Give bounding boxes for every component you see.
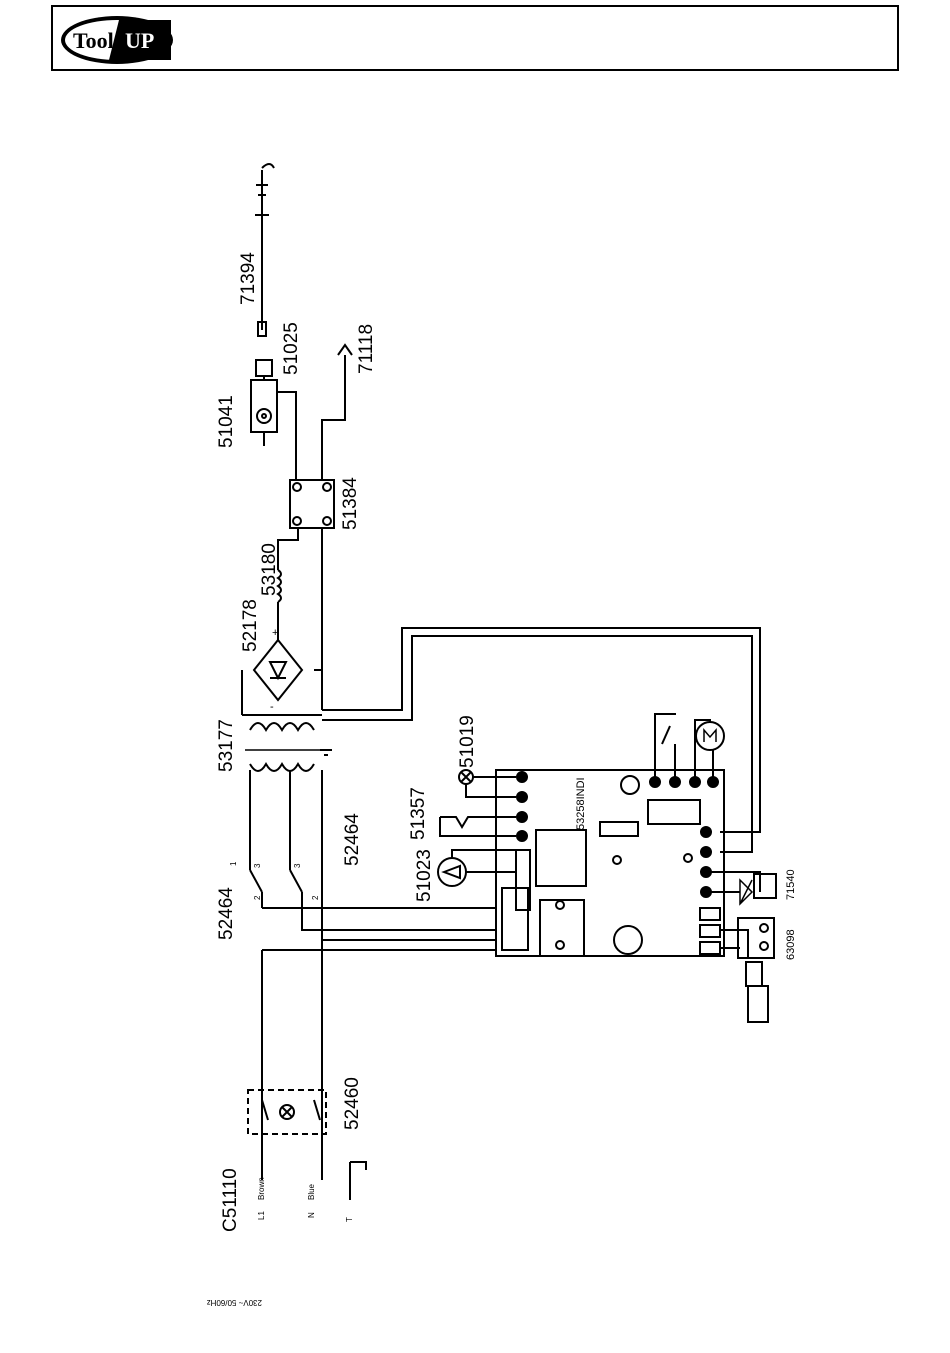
label-supply-spec: 230V~ 50/60Hz <box>207 1298 262 1307</box>
label-pilot-lamp: 51019 <box>457 715 478 768</box>
label-valve-unit: 51041 <box>216 395 237 448</box>
label-rectifier: 52178 <box>240 599 261 652</box>
label-supply: C51110 <box>220 1168 241 1232</box>
terminal-l1: L1 <box>257 1211 266 1220</box>
label-torch: 71394 <box>238 252 259 305</box>
label-solenoid-valve: 71540 <box>785 869 797 900</box>
terminal-t: T <box>345 1217 354 1222</box>
label-main-switch: 52460 <box>342 1077 363 1130</box>
terminal-pin1: 1 <box>229 861 238 866</box>
label-relay-board: 51384 <box>340 477 361 530</box>
terminal-pin2-b: 2 <box>311 895 320 900</box>
terminal-pin3-b: 3 <box>293 863 302 868</box>
label-valve-fitting: 51025 <box>281 322 302 375</box>
terminal-pin2-a: 2 <box>253 895 262 900</box>
label-earth-clamp: 71118 <box>356 324 377 374</box>
label-fan: 51023 <box>414 849 435 902</box>
terminal-minus: - <box>270 701 274 713</box>
terminal-n: N <box>307 1212 316 1218</box>
label-switch-a: 52464 <box>216 887 237 940</box>
terminal-plus: + <box>272 627 278 639</box>
label-socket: 63098 <box>785 929 797 960</box>
label-transformer: 53177 <box>216 719 237 772</box>
terminal-pin3-a: 3 <box>253 863 262 868</box>
label-control-board: 53258INDI <box>575 777 587 830</box>
label-thermostat: 51357 <box>408 787 429 840</box>
terminal-brown: Brown <box>257 1177 266 1200</box>
label-switch-b: 52464 <box>342 813 363 866</box>
terminal-blue: Blue <box>307 1183 316 1200</box>
label-inductor: 53180 <box>259 543 280 596</box>
